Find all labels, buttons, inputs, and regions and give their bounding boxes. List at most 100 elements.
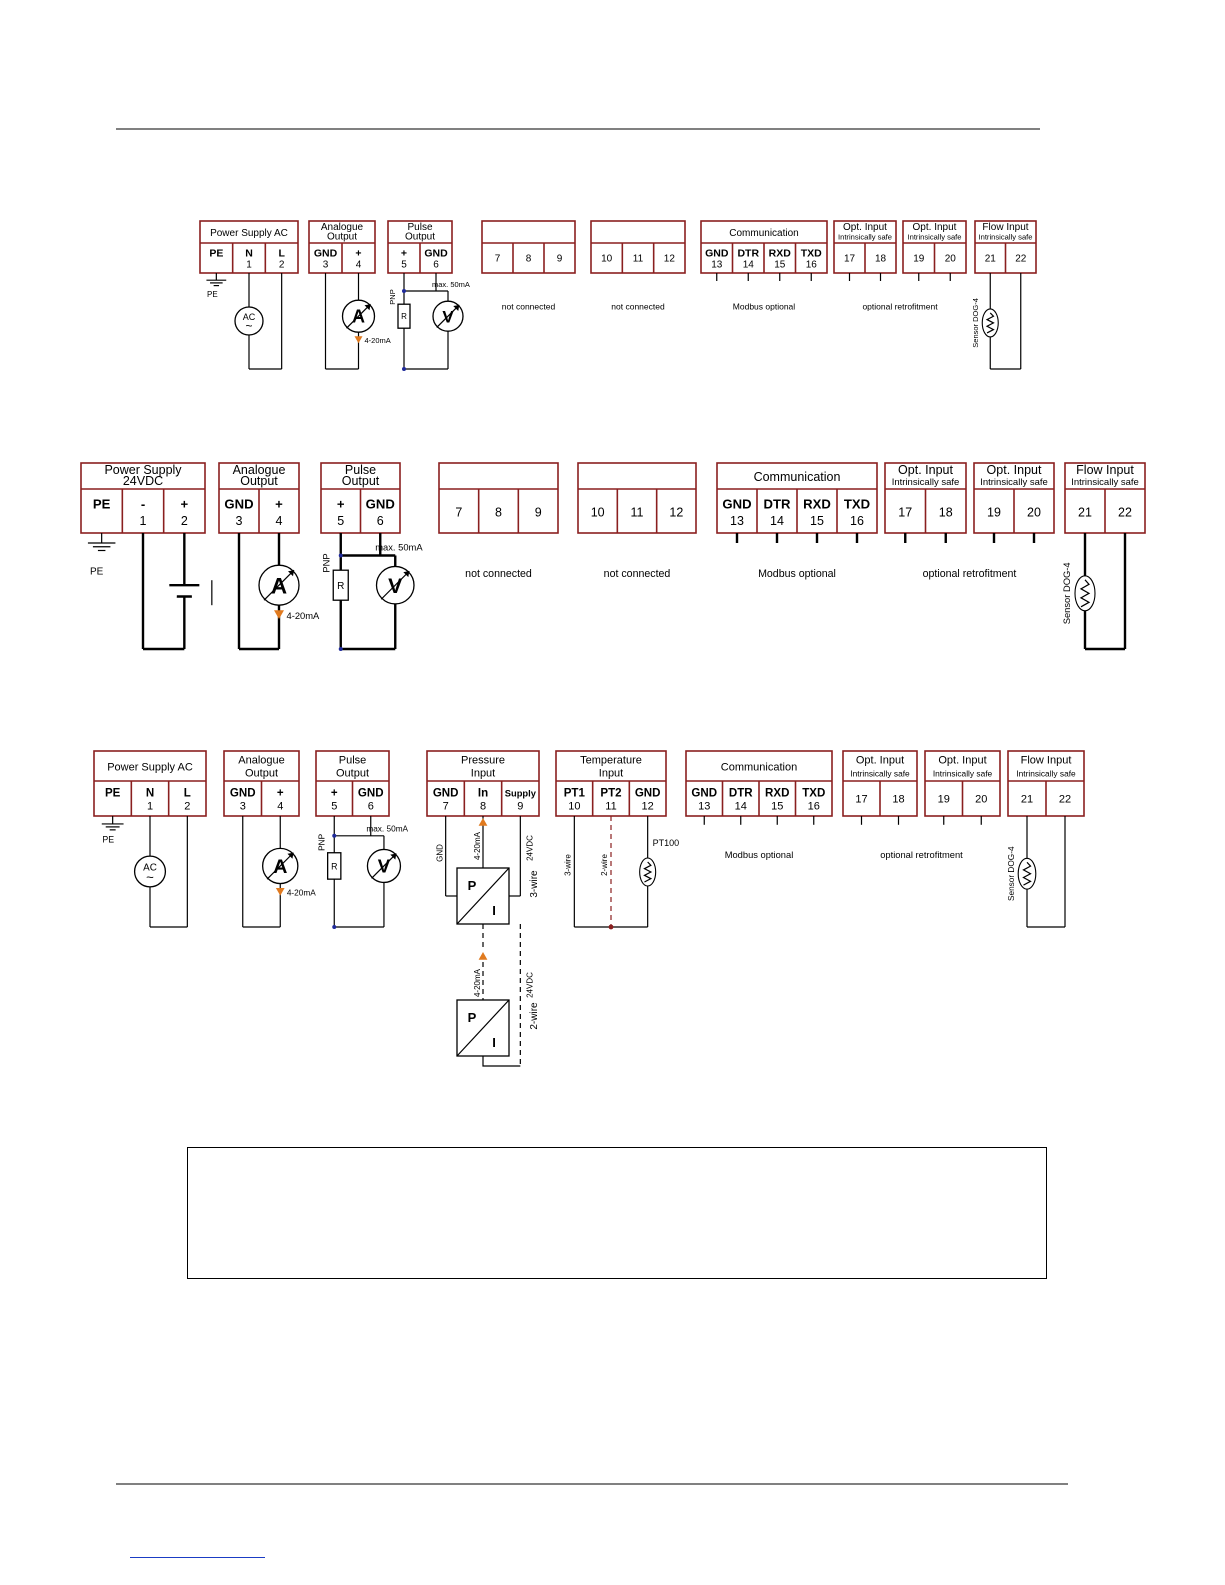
- block-subtitle: Intrinsically safe: [892, 477, 960, 488]
- block-subtitle: Input: [471, 768, 495, 780]
- footer-link[interactable]: [130, 1557, 265, 1559]
- modbus-label: Modbus optional: [733, 301, 795, 311]
- pnp-label: PNP: [317, 833, 326, 850]
- flow-sensor-icon-winding: [985, 312, 995, 334]
- current-range-label: 4-20mA: [365, 336, 391, 345]
- terminal-number: 9: [557, 254, 563, 265]
- terminal-number: 11: [605, 801, 616, 813]
- terminal-block-frame: [438, 462, 559, 534]
- block-title: Temperature: [580, 755, 642, 767]
- terminal-label: PT1: [564, 788, 586, 800]
- terminal-number: 12: [669, 505, 683, 519]
- pt100-sensor-icon-winding: [643, 861, 653, 883]
- terminal-number: 17: [898, 505, 912, 519]
- block-title: Flow Input: [1076, 463, 1134, 477]
- terminal-label: GND: [705, 248, 729, 260]
- terminal-label: L: [278, 248, 285, 260]
- terminal-number: 12: [664, 254, 676, 265]
- not-connected-label: not connected: [604, 568, 671, 580]
- terminal-label: GND: [635, 788, 661, 800]
- pe-label: PE: [102, 834, 114, 844]
- terminal-number: 8: [480, 801, 486, 813]
- block-title: Power Supply AC: [210, 228, 288, 239]
- terminal-number: 3: [236, 514, 243, 528]
- terminal-label: DTR: [764, 496, 791, 511]
- ammeter-icon-needle: [263, 569, 295, 601]
- ac-label: AC: [243, 312, 256, 322]
- terminal-block-frame: [426, 750, 540, 817]
- terminal-number: 13: [730, 514, 744, 528]
- terminal-label: PT2: [600, 788, 621, 800]
- ac-label: AC: [143, 862, 157, 873]
- junction-node: [332, 925, 337, 929]
- junction-node: [338, 647, 343, 651]
- retrofitment-label: optional retrofitment: [862, 301, 938, 311]
- terminal-number: 21: [1078, 505, 1092, 519]
- block-title: Opt. Input: [843, 222, 887, 233]
- block-subtitle: Output: [245, 768, 278, 780]
- block-title: Opt. Input: [898, 463, 953, 477]
- current-arrow: [478, 952, 488, 960]
- sensor-label: Sensor DOG-4: [971, 298, 980, 348]
- terminal-number: 13: [711, 260, 723, 271]
- terminal-label: GND: [722, 496, 751, 511]
- terminal-block-frame: [555, 750, 667, 817]
- temperature-3wire-label: 3-wire: [563, 854, 572, 876]
- terminal-number: 6: [433, 260, 439, 271]
- terminal-number: 20: [975, 794, 987, 806]
- terminal-label: -: [141, 496, 145, 511]
- terminal-number: 12: [642, 801, 654, 813]
- block-subtitle: Output: [342, 474, 380, 488]
- block-subtitle: Intrinsically safe: [1071, 477, 1139, 488]
- terminal-number: 15: [810, 514, 824, 528]
- terminal-number: 9: [535, 505, 542, 519]
- block-title: Opt. Input: [938, 755, 986, 767]
- terminal-number: 5: [331, 801, 337, 813]
- terminal-number: 4: [356, 260, 362, 271]
- voltmeter-icon-arrowhead: [390, 853, 397, 860]
- terminal-number: 11: [633, 254, 644, 265]
- terminal-label: GND: [224, 496, 253, 511]
- block-subtitle: Intrinsically safe: [1016, 769, 1076, 779]
- terminal-number: 21: [985, 254, 997, 265]
- pnp-label: PNP: [388, 289, 397, 304]
- note-frame: [187, 1147, 1047, 1279]
- terminal-label: +: [181, 496, 189, 511]
- terminal-label: DTR: [729, 788, 753, 800]
- ac-source-icon: [133, 855, 167, 888]
- terminal-label: +: [331, 788, 338, 800]
- terminal-number: 19: [913, 254, 925, 265]
- terminal-label: +: [401, 248, 407, 260]
- diagram-24vdc-supply: Power Supply24VDCPE-1+2AnalogueOutputGND…: [80, 462, 1146, 651]
- transmitter-diagonal: [456, 867, 510, 925]
- terminal-number: 20: [1027, 505, 1041, 519]
- block-title: Analogue: [238, 755, 285, 767]
- terminal-label: +: [337, 496, 345, 511]
- block-subtitle: 24VDC: [123, 474, 163, 488]
- terminal-label: RXD: [803, 496, 831, 511]
- terminal-number: 16: [806, 260, 818, 271]
- junction-node: [332, 833, 337, 838]
- terminal-number: 2: [279, 260, 285, 271]
- terminal-number: 1: [246, 260, 252, 271]
- block-title: Analogue: [321, 222, 364, 233]
- terminal-label: DTR: [737, 248, 759, 260]
- block-subtitle: Output: [240, 474, 278, 488]
- block-subtitle: Intrinsically safe: [980, 477, 1048, 488]
- resistor-label: R: [401, 312, 407, 321]
- terminal-number: 8: [526, 254, 532, 265]
- terminal-number: 7: [495, 254, 501, 265]
- terminal-label: GND: [230, 788, 256, 800]
- block-title: Communication: [729, 228, 798, 239]
- terminal-number: 13: [698, 801, 710, 813]
